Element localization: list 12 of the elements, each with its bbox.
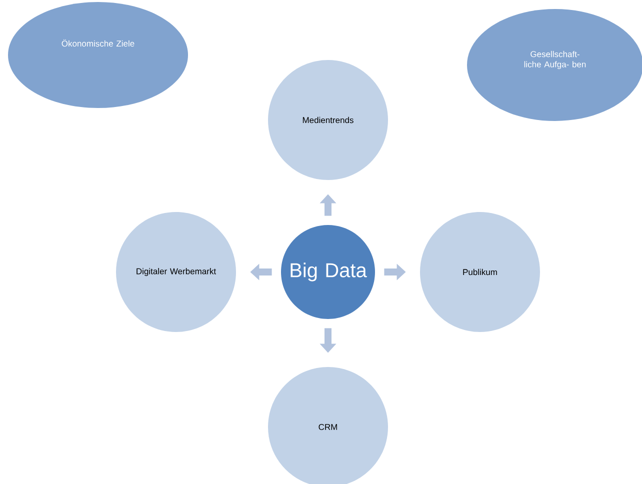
node-label: CRM (318, 424, 337, 430)
node-label: Ökonomische Ziele (62, 39, 134, 47)
node-label: Medientrends (302, 116, 354, 124)
node-label: Digitaler Werbemarkt (136, 268, 216, 276)
ellipse-node (8, 2, 188, 108)
node-label: Publikum (463, 268, 497, 276)
node-label: Big Data (290, 262, 367, 282)
circle-node (281, 225, 375, 319)
node-label: Gesellschaft- liche Aufga- ben (524, 50, 586, 70)
circle-node (268, 60, 388, 180)
circle-node (420, 212, 540, 332)
circle-node (116, 212, 236, 332)
